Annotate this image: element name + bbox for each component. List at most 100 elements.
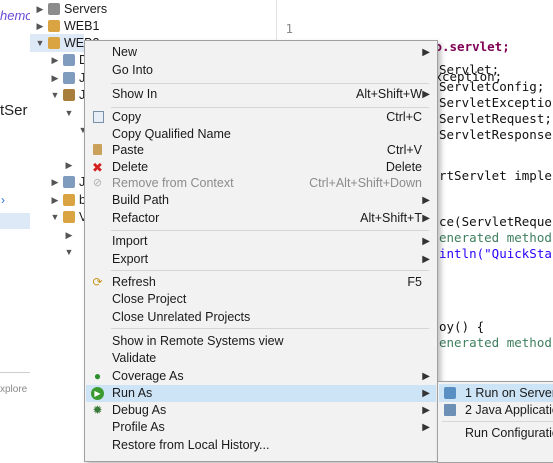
menu-item-label: Run As <box>112 386 153 400</box>
folder-icon <box>48 3 60 15</box>
menu-item-label: Remove from Context <box>112 176 234 190</box>
tree-node-label: D <box>79 51 88 69</box>
expand-arrow-icon[interactable]: ▶ <box>51 177 59 187</box>
submenu-item-label: 2 Java Applicatio <box>465 403 553 417</box>
left-strip-divider <box>0 372 30 373</box>
menu-item-label: Profile As <box>112 420 165 434</box>
submenu-arrow-icon: ▶ <box>422 47 430 58</box>
menu-item-refresh[interactable]: ⟳ Refresh F5 <box>86 274 436 291</box>
menu-item-label: Refresh <box>112 275 156 289</box>
code-text: ce(ServletRequest <box>439 214 553 229</box>
collapse-arrow-icon[interactable]: ▼ <box>50 90 60 100</box>
tree-node-label: J <box>79 88 86 102</box>
menu-item-go-into[interactable]: Go Into <box>86 62 436 79</box>
menu-item-label: Build Path <box>112 193 169 207</box>
code-line: 1 package com.musecho.servlet; <box>277 2 509 54</box>
expand-arrow-icon[interactable]: ▶ <box>51 195 59 205</box>
server-run-icon <box>444 387 456 399</box>
left-panel-strip: hemo tSer › xplore <box>0 0 31 448</box>
menu-item-build-path[interactable]: Build Path ▶ <box>86 192 436 209</box>
menu-item-remove-from-context: ⊘ Remove from Context Ctrl+Alt+Shift+Dow… <box>86 175 436 192</box>
submenu-arrow-icon: ▶ <box>422 195 430 206</box>
tree-node-label: WEB1 <box>64 19 100 33</box>
menu-item-label: Validate <box>112 351 157 365</box>
menu-separator <box>111 83 429 84</box>
expand-arrow-icon[interactable]: ▶ <box>65 160 73 170</box>
menu-item-label: Copy Qualified Name <box>112 127 231 141</box>
menu-item-label: Import <box>112 234 148 248</box>
menu-item-import[interactable]: Import ▶ <box>86 233 436 250</box>
submenu-arrow-icon: ▶ <box>422 236 430 247</box>
menu-shortcut: Alt+Shift+W <box>356 87 422 101</box>
menu-item-run-as[interactable]: ▶ Run As ▶ <box>86 385 436 402</box>
copy-icon <box>93 111 104 123</box>
collapse-arrow-icon[interactable]: ▼ <box>50 212 60 222</box>
menu-item-paste[interactable]: Paste Ctrl+V <box>86 142 436 159</box>
coverage-icon: ● <box>93 369 102 383</box>
submenu-arrow-icon: ▶ <box>422 388 430 399</box>
menu-item-restore-local-history[interactable]: Restore from Local History... <box>86 437 436 454</box>
collapse-arrow-icon[interactable]: ▼ <box>64 247 74 257</box>
menu-item-delete[interactable]: ✖ Delete Delete <box>86 159 436 176</box>
menu-item-label: Show In <box>112 87 158 101</box>
menu-separator <box>442 421 553 422</box>
tree-node-web2[interactable]: ▼ WEB2 <box>30 34 99 52</box>
code-text: enerated method <box>439 335 552 350</box>
collapse-arrow-icon[interactable]: ▼ <box>64 108 74 118</box>
menu-item-new[interactable]: New ▶ <box>86 44 436 61</box>
menu-shortcut: Ctrl+V <box>386 143 422 157</box>
collapse-arrow-icon[interactable]: ▼ <box>78 125 88 135</box>
menu-item-close-project[interactable]: Close Project <box>86 291 436 308</box>
code-text: ServletException; <box>439 95 553 110</box>
menu-shortcut: Alt+Shift+T <box>360 211 422 225</box>
menu-item-label: Close Unrelated Projects <box>112 310 251 324</box>
tree-node-label: J <box>79 175 86 189</box>
menu-item-debug-as[interactable]: ✹ Debug As ▶ <box>86 402 436 419</box>
context-menu: New ▶ Go Into Show In Alt+Shift+W ▶ Copy… <box>84 40 438 462</box>
submenu-item-run-configurations[interactable]: Run Configuratio <box>439 424 553 442</box>
run-as-submenu: 1 Run on Server 2 Java Applicatio Run Co… <box>437 381 553 463</box>
code-text: Servlet; <box>439 62 500 77</box>
left-strip-chevron-icon[interactable]: › <box>1 193 5 207</box>
submenu-arrow-icon: ▶ <box>422 89 430 100</box>
submenu-arrow-icon: ▶ <box>422 405 430 416</box>
code-text: rtServlet imple <box>439 168 552 183</box>
submenu-item-run-on-server[interactable]: 1 Run on Server <box>439 384 553 402</box>
refresh-icon: ⟳ <box>92 275 103 289</box>
menu-item-profile-as[interactable]: Profile As ▶ <box>86 419 436 436</box>
expand-arrow-icon[interactable]: ▶ <box>51 55 59 65</box>
menu-item-show-in[interactable]: Show In Alt+Shift+W ▶ <box>86 86 436 103</box>
expand-arrow-icon[interactable]: ▶ <box>51 73 59 83</box>
menu-item-close-unrelated-projects[interactable]: Close Unrelated Projects <box>86 309 436 326</box>
menu-item-label: Paste <box>112 143 144 157</box>
menu-separator <box>111 328 429 329</box>
deployment-icon <box>63 54 75 66</box>
menu-shortcut: F5 <box>407 275 422 289</box>
menu-separator <box>111 107 429 108</box>
menu-item-coverage-as[interactable]: ● Coverage As ▶ <box>86 368 436 385</box>
menu-item-label: Close Project <box>112 292 187 306</box>
menu-item-refactor[interactable]: Refactor Alt+Shift+T ▶ <box>86 210 436 227</box>
menu-item-label: Export <box>112 252 149 266</box>
menu-item-label: Show in Remote Systems view <box>112 334 284 348</box>
menu-item-export[interactable]: Export ▶ <box>86 251 436 268</box>
submenu-item-label: 1 Run on Server <box>465 386 553 400</box>
collapse-arrow-icon[interactable]: ▼ <box>35 38 45 48</box>
menu-item-copy-qualified-name[interactable]: Copy Qualified Name <box>86 126 436 143</box>
code-text: ServletConfig; <box>439 79 545 94</box>
expand-arrow-icon[interactable]: ▶ <box>36 4 44 14</box>
menu-item-validate[interactable]: Validate <box>86 350 436 367</box>
submenu-item-java-application[interactable]: 2 Java Applicatio <box>439 401 553 419</box>
menu-item-copy[interactable]: Copy Ctrl+C <box>86 109 436 126</box>
menu-separator <box>111 270 429 271</box>
expand-arrow-icon[interactable]: ▶ <box>36 21 44 31</box>
submenu-item-label: Run Configuratio <box>465 426 553 440</box>
menu-item-show-in-remote-systems[interactable]: Show in Remote Systems view <box>86 333 436 350</box>
menu-item-label: Go Into <box>112 63 153 77</box>
expand-arrow-icon[interactable]: ▶ <box>65 230 73 240</box>
menu-item-label: Restore from Local History... <box>112 438 270 452</box>
submenu-arrow-icon: ▶ <box>422 422 430 433</box>
tree-node-label: b <box>79 193 86 207</box>
left-strip-fragment: xplore <box>0 384 28 395</box>
folder-icon <box>63 211 75 223</box>
